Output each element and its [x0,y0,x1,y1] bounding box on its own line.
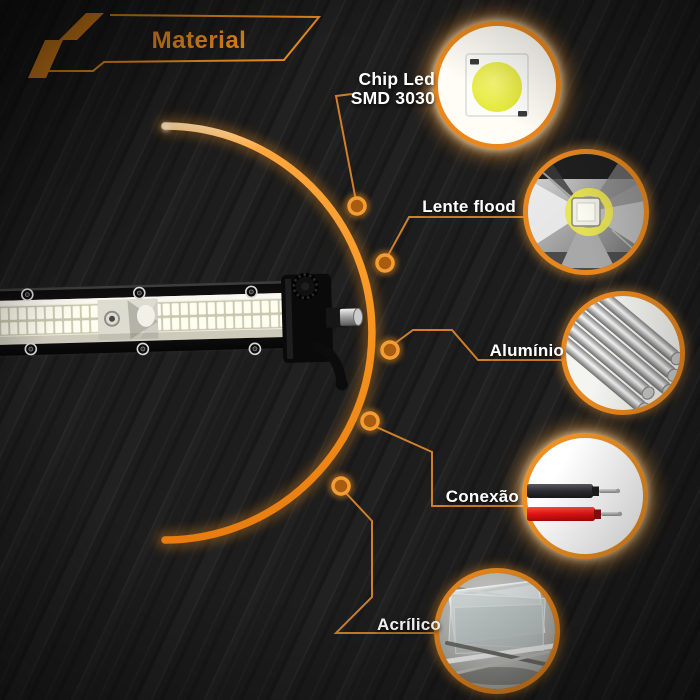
screw-icon [136,342,150,356]
chip-led-line1: Chip Led [358,69,435,89]
chip-led-line2: SMD 3030 [350,88,435,108]
screw-icon [21,288,34,301]
led-grid-right [157,299,283,332]
black-wire [527,484,593,498]
marker-dot-conexao [357,408,383,434]
screw-icon [24,342,38,356]
page-title: Material [151,27,247,54]
led-light-bar-photo [0,272,364,391]
callout-label-conexao: Conexão [445,487,519,506]
callout-label-lente-flood: Lente flood [422,197,516,216]
marker-dot-lente-flood [372,250,398,276]
connector-lente-flood [385,216,527,260]
screw-icon [133,286,146,300]
marker-dot-aluminio [377,337,403,363]
arc-tip-highlight [162,123,170,131]
callout-label-aluminio: Alumínio [489,341,564,360]
lightning-bolt-icon [28,13,104,78]
callout-label-chip-led: Chip Led SMD 3030 [285,70,435,108]
photo-acrylic-sheets [432,566,562,696]
led-grid-left [0,304,99,337]
photo-chip-led [425,13,569,157]
screw-icon [248,342,262,356]
bracket-lever [311,342,347,390]
callout-label-acrilico: Acrílico [377,615,441,634]
connector-chip-led [334,93,357,202]
photo-wires-connection [515,426,655,566]
marker-dot-acrilico [328,473,354,499]
led-chip-icon [465,53,529,117]
mounting-bracket [280,272,364,391]
screw-icon [245,285,258,299]
red-wire [527,507,595,521]
photo-flood-lens [520,146,652,278]
connector-acrilico [333,490,439,634]
